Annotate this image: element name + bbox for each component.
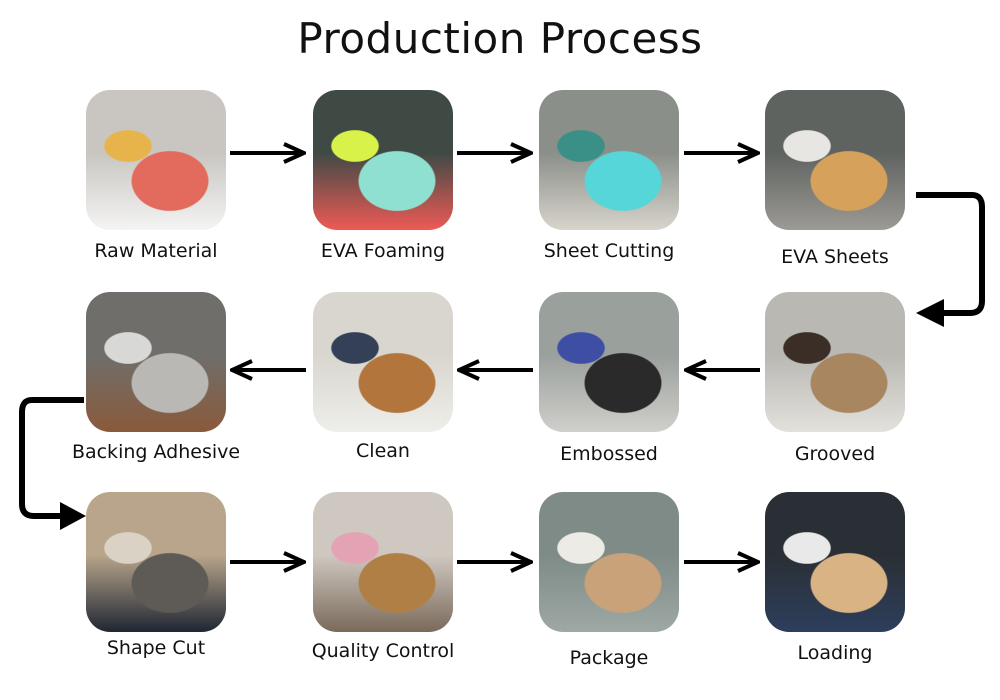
diagram-title: Production Process bbox=[297, 14, 703, 63]
step-label: Raw Material bbox=[94, 240, 218, 262]
arrow-left-icon bbox=[684, 359, 760, 381]
arrow-right-icon bbox=[457, 551, 533, 573]
step-shape-cut: Shape Cut bbox=[86, 492, 226, 659]
step-raw-material: Raw Material bbox=[86, 90, 226, 262]
step-loading: Loading bbox=[765, 492, 905, 664]
arrow-right-icon bbox=[457, 142, 533, 164]
step-label: Grooved bbox=[794, 443, 876, 465]
eva-sheets-photo bbox=[765, 90, 905, 230]
step-embossed: Embossed bbox=[539, 292, 679, 465]
step-label: Backing Adhesive bbox=[71, 441, 241, 463]
step-label: Sheet Cutting bbox=[543, 240, 675, 262]
step-backing-adhesive: Backing Adhesive bbox=[72, 292, 240, 463]
step-eva-foaming: EVA Foaming bbox=[313, 90, 453, 262]
arrow-right-icon bbox=[230, 551, 306, 573]
arrow-right-icon bbox=[230, 142, 306, 164]
step-label: Clean bbox=[356, 440, 410, 462]
arrow-left-icon bbox=[457, 359, 533, 381]
clean-photo bbox=[313, 292, 453, 432]
arrow-right-icon bbox=[684, 142, 760, 164]
arrow-right-icon bbox=[684, 551, 760, 573]
raw-material-photo bbox=[86, 90, 226, 230]
arrow-left-icon bbox=[230, 359, 306, 381]
shape-cut-photo bbox=[86, 492, 226, 632]
turn-arrow-down-left-icon bbox=[916, 192, 985, 327]
step-eva-sheets: EVA Sheets bbox=[765, 90, 905, 268]
step-label: Shape Cut bbox=[106, 637, 206, 659]
step-grooved: Grooved bbox=[765, 292, 905, 465]
step-label: Loading bbox=[797, 642, 873, 664]
grooved-photo bbox=[765, 292, 905, 432]
step-label: Embossed bbox=[560, 443, 658, 465]
step-quality-control: Quality Control bbox=[312, 492, 454, 662]
step-label: EVA Foaming bbox=[320, 240, 446, 262]
step-label: Quality Control bbox=[311, 640, 455, 662]
backing-adhesive-photo bbox=[86, 292, 226, 432]
step-sheet-cutting: Sheet Cutting bbox=[539, 90, 679, 262]
sheet-cutting-photo bbox=[539, 90, 679, 230]
step-label: Package bbox=[569, 647, 649, 669]
package-photo bbox=[539, 492, 679, 632]
turn-arrow-down-right-icon bbox=[19, 397, 86, 530]
step-clean: Clean bbox=[313, 292, 453, 462]
loading-photo bbox=[765, 492, 905, 632]
embossed-photo bbox=[539, 292, 679, 432]
step-package: Package bbox=[539, 492, 679, 669]
step-label: EVA Sheets bbox=[781, 246, 889, 268]
eva-foaming-photo bbox=[313, 90, 453, 230]
quality-control-photo bbox=[313, 492, 453, 632]
